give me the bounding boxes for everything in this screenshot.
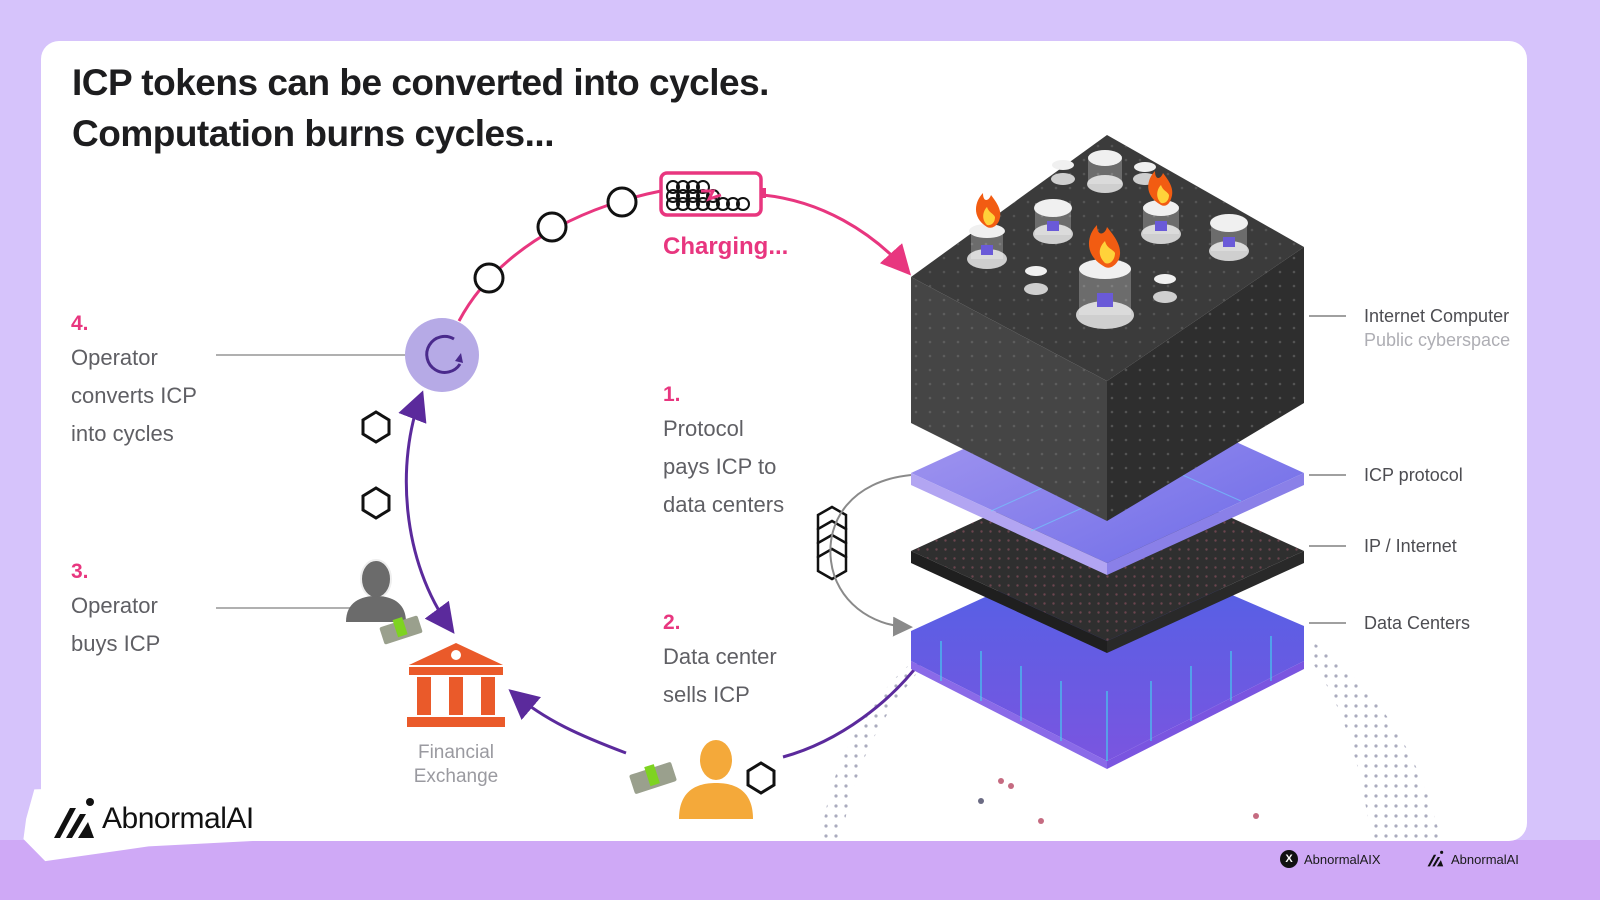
step-3-text: Operator buys ICP	[71, 593, 161, 656]
datacenter-sells-arrow	[508, 689, 627, 755]
slide-title: ICP tokens can be converted into cycles.…	[72, 57, 769, 159]
internet-computer-subtitle: Public cyberspace	[1364, 330, 1511, 350]
financial-exchange-label: Financial Exchange	[413, 742, 499, 787]
operator-person-icon	[346, 559, 406, 622]
cycle-token	[536, 211, 568, 243]
flame-icon	[976, 193, 1001, 228]
canister-icon	[1087, 150, 1123, 193]
cycle-token	[473, 262, 505, 294]
title-line-1: ICP tokens can be converted into cycles.	[72, 62, 769, 103]
step-4: 4. Operator converts ICP into cycles	[71, 309, 197, 453]
layer-label-data-centers: Data Centers	[1364, 613, 1471, 633]
abnormalai-logo-icon	[54, 798, 94, 838]
step-2-text: Data center sells ICP	[663, 644, 777, 707]
footer-x-handle[interactable]: X AbnormalAIX	[1280, 850, 1381, 868]
operator-exchange-arrow	[398, 390, 455, 634]
cash-icon	[379, 615, 423, 645]
brand-logo: AbnormalAI	[50, 796, 254, 842]
step-1: 1. Protocol pays ICP to data centers	[663, 380, 784, 524]
step-3-number: 3.	[71, 560, 89, 583]
datacenter-to-seller-arc	[782, 660, 923, 759]
x-handle-text: AbnormalAIX	[1304, 851, 1381, 867]
step-2: 2. Data center sells ICP	[663, 608, 777, 714]
step-2-number: 2.	[663, 611, 681, 634]
canister-icon	[1076, 259, 1134, 329]
abnormalai-small-logo-icon	[1427, 850, 1444, 867]
flame-icon	[1148, 171, 1173, 206]
step-4-number: 4.	[71, 312, 89, 335]
background-bottom-band	[0, 840, 1600, 900]
charging-label: Charging...	[663, 233, 789, 260]
financial-exchange-icon	[407, 643, 505, 727]
charging-to-cube-arrow	[762, 193, 912, 276]
convert-cycle-icon	[405, 318, 479, 392]
charging-battery-icon	[659, 171, 766, 217]
layer-label-internet-computer: Internet Computer Public cyberspace	[1364, 304, 1510, 352]
brand-logo-text: AbnormalAI	[102, 802, 254, 835]
slide-card: ICP tokens can be converted into cycles.…	[41, 41, 1527, 841]
canister-icon	[1051, 160, 1075, 185]
internet-computer-cube	[911, 135, 1304, 521]
canister-icon	[1024, 266, 1048, 295]
globe-dots	[821, 641, 1441, 841]
canister-icon	[967, 224, 1007, 269]
layer-label-icp-protocol: ICP protocol	[1364, 465, 1463, 485]
flame-icon	[1088, 225, 1121, 268]
x-logo-icon: X	[1280, 850, 1298, 868]
cycle-diagram	[216, 135, 1441, 841]
layer-label-ip-internet: IP / Internet	[1364, 536, 1457, 556]
cash-icon	[629, 762, 677, 794]
canister-icon	[1153, 274, 1177, 303]
footer-brand-text: AbnormalAI	[1451, 851, 1519, 867]
title-line-2: Computation burns cycles...	[72, 113, 554, 154]
data-center-person-icon	[679, 740, 753, 819]
protocol-payment-arc	[829, 474, 913, 637]
internet-computer-title: Internet Computer	[1364, 306, 1510, 326]
step-1-number: 1.	[663, 383, 681, 406]
step-4-text: Operator converts ICP into cycles	[71, 345, 197, 446]
canister-icon	[1141, 200, 1181, 244]
canister-icon	[1033, 199, 1073, 244]
step-1-text: Protocol pays ICP to data centers	[663, 416, 785, 517]
icp-token-icon	[361, 410, 776, 795]
step-3: 3. Operator buys ICP	[71, 557, 160, 663]
footer-brand: AbnormalAI	[1425, 850, 1519, 868]
cycle-token	[606, 186, 638, 218]
canister-icon	[1209, 214, 1249, 261]
